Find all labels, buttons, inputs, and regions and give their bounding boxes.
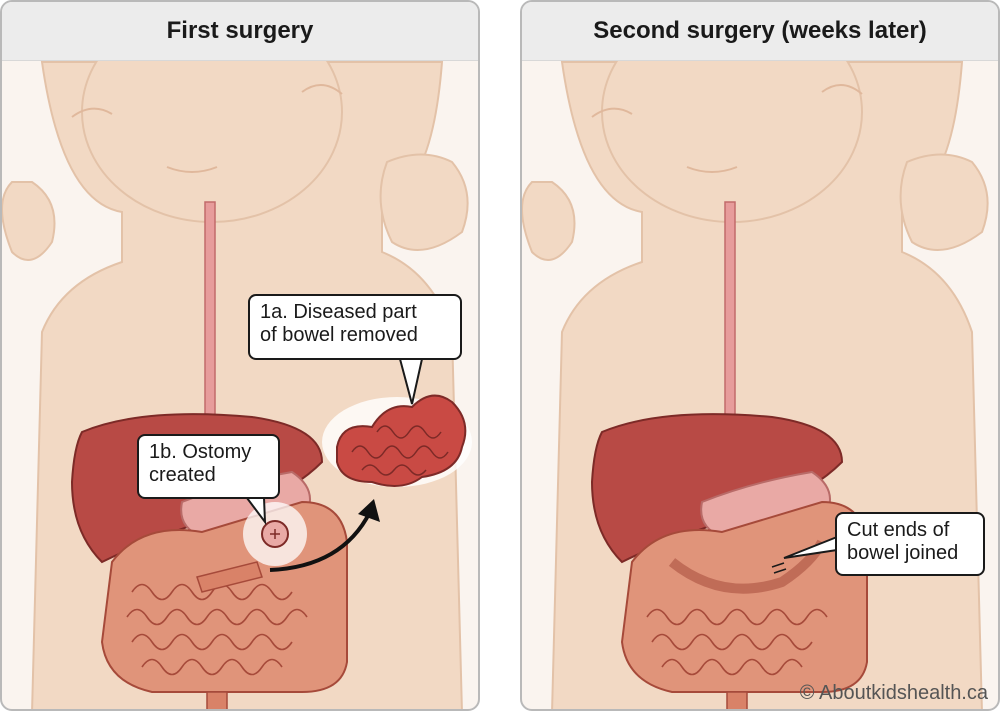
rectum [206,691,228,709]
panel-title: Second surgery (weeks later) [522,2,998,61]
second-surgery-illustration [522,2,989,709]
rectum [726,691,748,709]
callout-ostomy-created: 1b. Ostomy created [137,434,280,499]
face-lines [71,84,343,173]
callout-line: 1b. Ostomy [149,441,252,463]
join-mark [771,562,787,574]
esophagus [204,201,216,423]
removal-arrowhead [358,499,380,522]
small-intestine [126,583,308,676]
esophagus [724,201,736,423]
rejoined-bowel [668,539,827,594]
callout-line: Cut ends of [847,519,950,541]
stoma-mark [270,529,280,539]
callout-line: of bowel removed [260,324,418,346]
removed-diseased-bowel [322,394,472,487]
panel-title: First surgery [2,2,478,61]
face-lines [591,84,863,173]
panel-first-surgery: First surgery [0,0,480,711]
copyright-text: © Aboutkidshealth.ca [799,682,988,704]
callout-line: 1a. Diseased part [260,301,417,323]
callout-diseased-bowel-removed: 1a. Diseased part of bowel removed [248,294,462,360]
callout-cut-ends-joined: Cut ends of bowel joined [835,512,985,576]
panel-second-surgery: Second surgery (weeks later) Cut en [520,0,1000,711]
callout-line: bowel joined [847,542,959,564]
cut-bowel-end [196,561,263,593]
small-intestine [646,608,828,676]
first-surgery-illustration [2,2,472,709]
callout-line: created [149,464,216,486]
removal-arrow [269,511,372,572]
